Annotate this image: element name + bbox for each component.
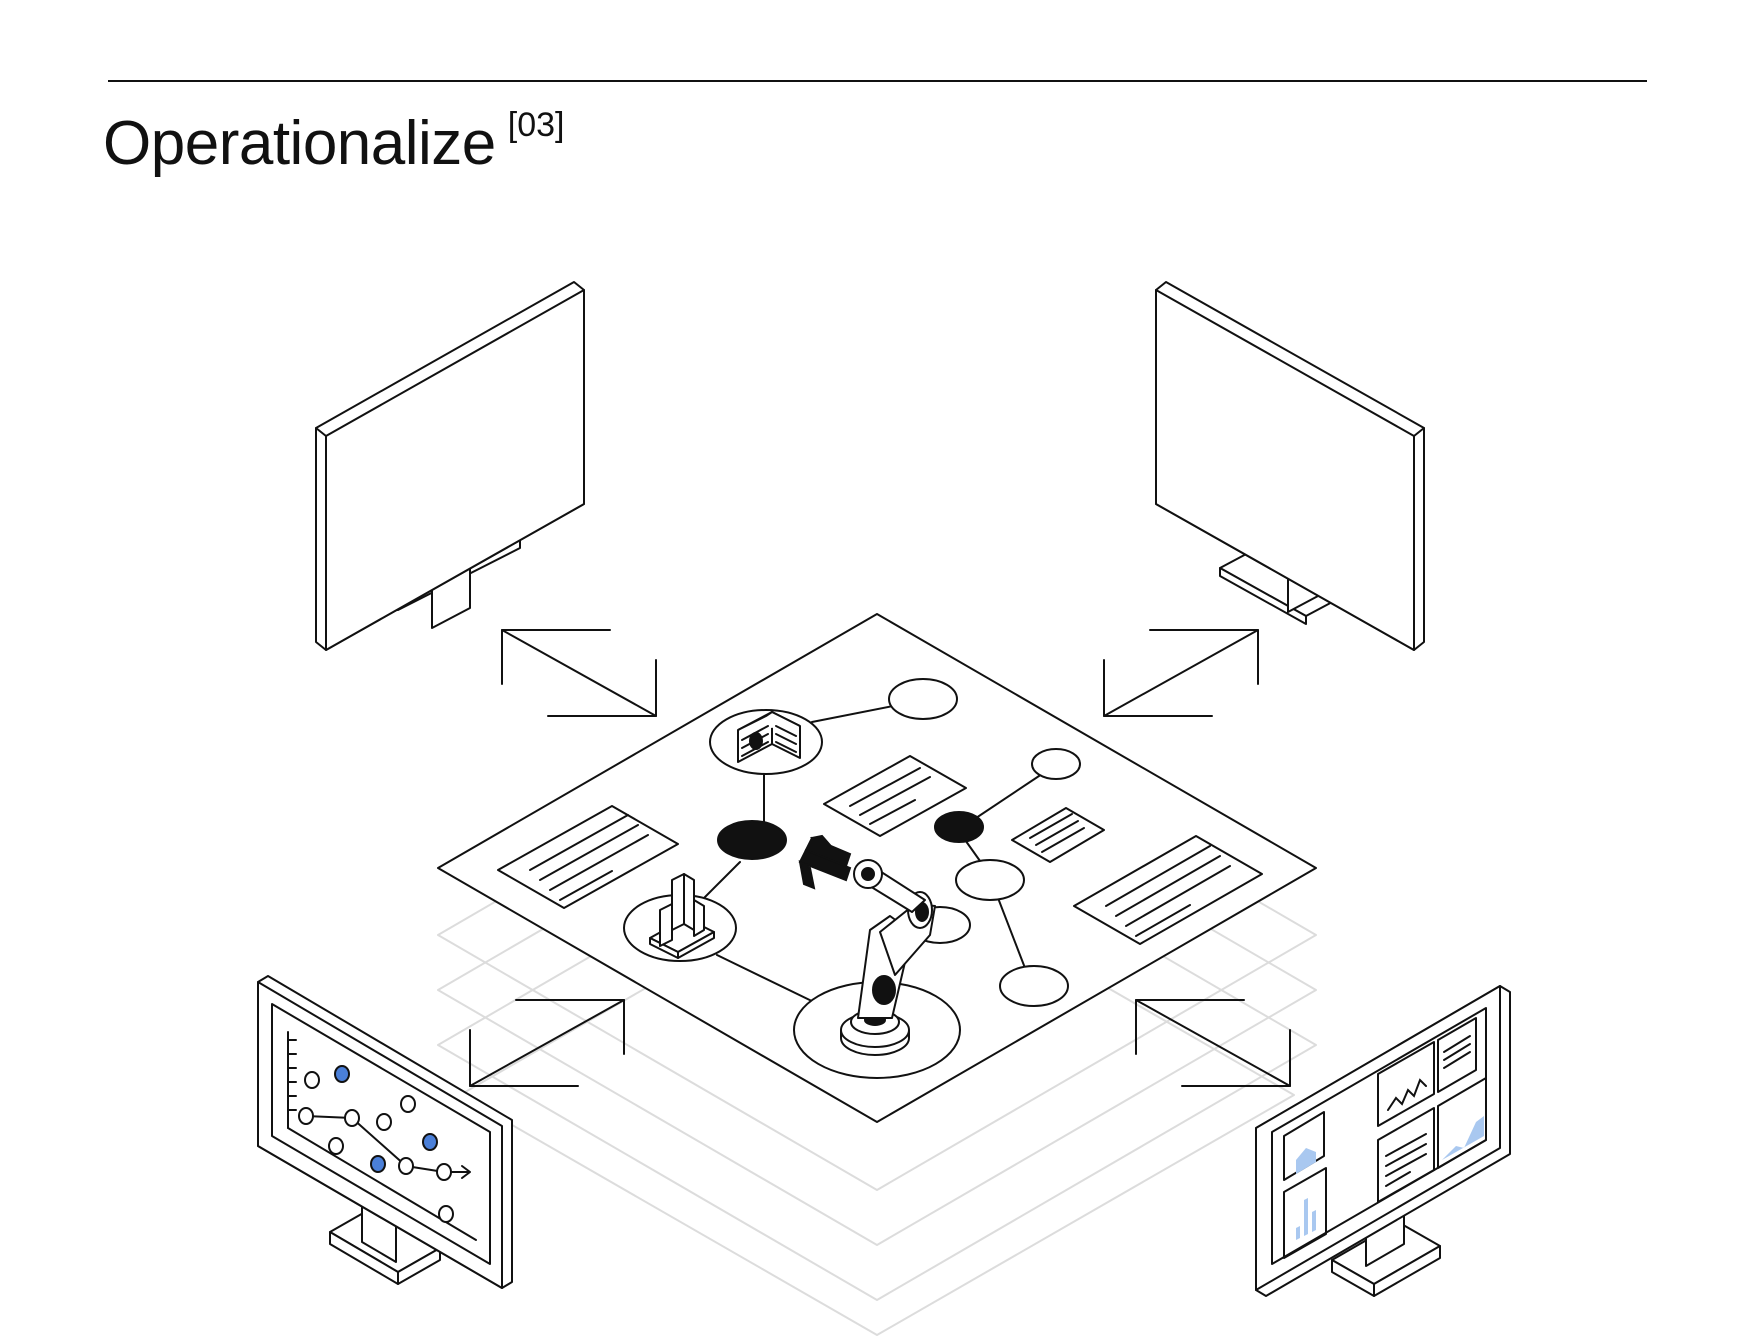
heading-title: Operationalize	[103, 109, 496, 178]
top-divider	[108, 80, 1647, 82]
node-circle	[1031, 748, 1081, 780]
robot-arm-icon	[798, 834, 936, 1056]
node-filled	[717, 820, 787, 860]
arrow-top-left	[501, 629, 657, 717]
building-icon	[649, 873, 715, 959]
arrow-bottom-right	[1135, 999, 1291, 1087]
document-card	[497, 805, 679, 909]
node-circle	[999, 965, 1069, 1007]
arrow-top-right	[1103, 629, 1259, 717]
monitor-top-left	[315, 281, 585, 651]
arrow-bottom-left	[469, 999, 625, 1087]
node-filled	[934, 811, 984, 843]
node-circle	[955, 859, 1025, 901]
node-circle	[888, 678, 958, 720]
money-stack-icon	[737, 711, 801, 763]
monitor-bottom-right	[1255, 985, 1511, 1297]
page-heading: Operationalize [03]	[103, 108, 565, 175]
monitor-bottom-left	[257, 975, 513, 1289]
monitor-top-right	[1155, 281, 1425, 651]
document-card	[823, 755, 967, 837]
document-card	[1011, 807, 1105, 863]
document-card	[1073, 835, 1263, 945]
heading-index: [03]	[507, 106, 565, 144]
